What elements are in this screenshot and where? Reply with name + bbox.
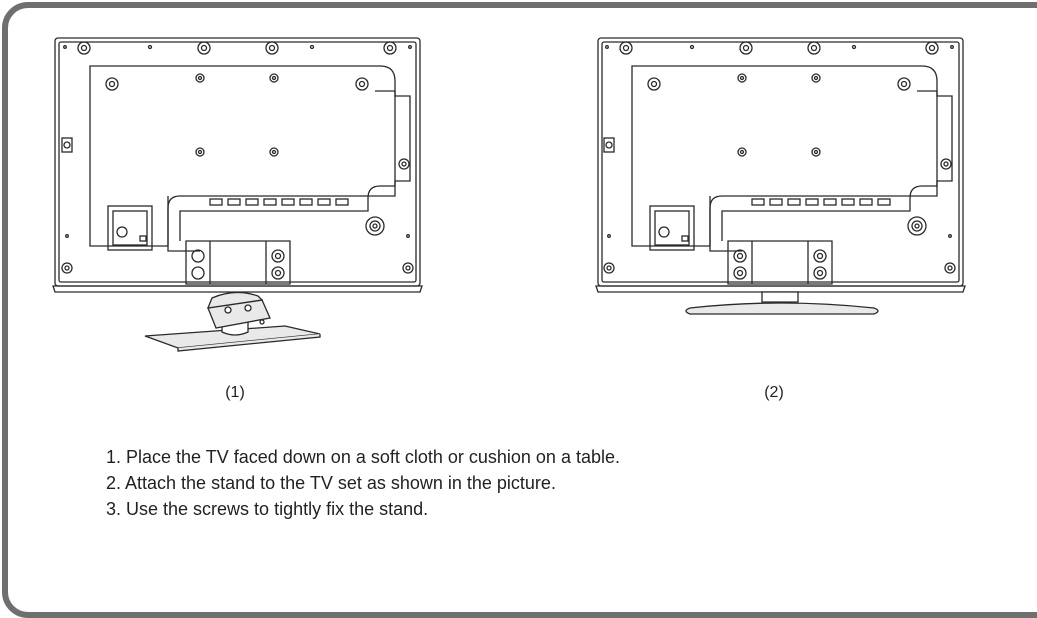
instruction-step-2: 2. Attach the stand to the TV set as sho…: [106, 473, 556, 493]
tv-back-illustration-1: [52, 37, 423, 352]
figure-1-caption: (1): [225, 384, 245, 401]
tv-back-illustration-2: [595, 37, 966, 315]
power-socket-panel: [649, 205, 695, 251]
stand-mount-plate: [727, 240, 833, 285]
stand-mount-plate: [185, 240, 291, 285]
connector-row: [209, 198, 349, 206]
figure-2-tv-back-with-attached-stand: [592, 36, 982, 326]
tv-inner-panel: [89, 65, 411, 247]
figure-2-caption: (2): [764, 384, 784, 401]
top-screw-row: [63, 41, 412, 55]
tv-outer-frame: [54, 37, 421, 287]
loose-stand: [144, 291, 321, 352]
instruction-step-3: 3. Use the screws to tightly fix the sta…: [106, 499, 429, 519]
tv-outer-frame: [597, 37, 964, 287]
power-socket-panel: [107, 205, 153, 251]
figure-1-tv-back-with-loose-stand: [50, 36, 430, 366]
tv-inner-panel: [631, 65, 953, 247]
instruction-list: 1. Place the TV faced down on a soft clo…: [106, 444, 620, 522]
stand-base: [685, 302, 879, 315]
instruction-step-1: 1. Place the TV faced down on a soft clo…: [106, 447, 620, 467]
attached-stand: [685, 291, 879, 315]
